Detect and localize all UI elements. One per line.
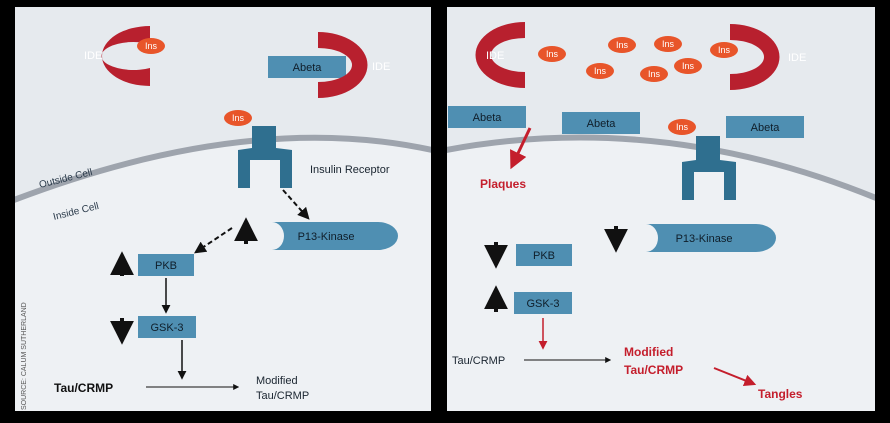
ide-right-shape bbox=[318, 32, 368, 98]
left-panel-border bbox=[13, 5, 433, 413]
arrow-abeta-to-plaques bbox=[510, 127, 532, 170]
arrow-p13-to-pkb bbox=[194, 227, 233, 254]
ins-receptor-right bbox=[668, 119, 696, 135]
insulin-receptor-right bbox=[682, 136, 736, 200]
ins-4 bbox=[710, 42, 738, 58]
tau-right-label: Tau/CRMP bbox=[452, 355, 505, 367]
right-intracellular bbox=[446, 137, 876, 412]
gsk3-right-label: GSK-3 bbox=[526, 298, 559, 310]
ins-in-ide bbox=[137, 38, 165, 54]
ins-1-label: Ins bbox=[546, 49, 559, 59]
abeta-right-3 bbox=[726, 116, 804, 138]
source-credit: SOURCE: CALUM SUTHERLAND bbox=[21, 302, 28, 410]
arrow-receptor-to-p13 bbox=[282, 189, 310, 220]
ide-left-shape bbox=[101, 26, 150, 86]
ins-in-ide-label: Ins bbox=[145, 41, 158, 51]
ins-cluster: Ins Ins Ins Ins Ins Ins Ins Ins bbox=[538, 36, 738, 135]
p13-kinase-left-label: P13-Kinase bbox=[298, 231, 355, 243]
ins-6-label: Ins bbox=[648, 69, 661, 79]
ins-5 bbox=[586, 63, 614, 79]
gsk3-left bbox=[138, 316, 196, 338]
left-panel: Outside Cell Inside Cell IDE Ins Abeta I… bbox=[14, 6, 432, 412]
pkb-left-label: PKB bbox=[155, 260, 177, 272]
left-membrane bbox=[14, 134, 432, 203]
modified-right-line2: Tau/CRMP bbox=[624, 363, 683, 377]
tangles-label: Tangles bbox=[758, 387, 803, 401]
abeta-right-3-label: Abeta bbox=[751, 122, 781, 134]
pkb-right bbox=[516, 244, 572, 266]
ide-right-panel-left-shape bbox=[475, 22, 525, 88]
abeta-right-1-label: Abeta bbox=[473, 112, 503, 124]
ins-2-label: Ins bbox=[616, 40, 629, 50]
ins-6 bbox=[640, 66, 668, 82]
ins-2 bbox=[608, 37, 636, 53]
ins-7 bbox=[674, 58, 702, 74]
ins-1 bbox=[538, 46, 566, 62]
p13-kinase-left bbox=[272, 222, 398, 250]
ins-4-label: Ins bbox=[718, 45, 731, 55]
insulin-receptor-left bbox=[238, 126, 292, 188]
ins-receptor-right-label: Ins bbox=[676, 122, 689, 132]
abeta-right-1 bbox=[448, 106, 526, 128]
ide-right-panel-left-label: IDE bbox=[486, 50, 504, 62]
p13-kinase-right bbox=[646, 224, 776, 252]
abeta-box bbox=[268, 56, 346, 78]
modified-left-line2: Tau/CRMP bbox=[256, 390, 309, 402]
pkb-right-label: PKB bbox=[533, 250, 555, 262]
ins-3 bbox=[654, 36, 682, 52]
arrow-to-tangles bbox=[713, 367, 757, 387]
abeta-label: Abeta bbox=[293, 62, 323, 74]
p13-kinase-right-label: P13-Kinase bbox=[676, 233, 733, 245]
modified-left-line1: Modified bbox=[256, 375, 298, 387]
right-panel: IDE IDE Ins Ins Ins Ins Ins Ins Ins Ins … bbox=[446, 6, 876, 412]
plaques-label: Plaques bbox=[480, 177, 526, 191]
ide-left-label: IDE bbox=[84, 50, 102, 62]
gsk3-left-label: GSK-3 bbox=[150, 322, 183, 334]
tau-left-label: Tau/CRMP bbox=[54, 381, 113, 395]
abeta-right-2 bbox=[562, 112, 640, 134]
ins-7-label: Ins bbox=[682, 61, 695, 71]
right-panel-border bbox=[445, 5, 877, 413]
ins-5-label: Ins bbox=[594, 66, 607, 76]
insulin-receptor-label: Insulin Receptor bbox=[310, 164, 390, 176]
right-membrane bbox=[446, 134, 876, 201]
gsk3-right bbox=[514, 292, 572, 314]
ide-right-label: IDE bbox=[372, 61, 390, 73]
ins-3-label: Ins bbox=[662, 39, 675, 49]
pkb-left bbox=[138, 254, 194, 276]
ide-right-panel-right-label: IDE bbox=[788, 52, 806, 64]
ins-receptor-label: Ins bbox=[232, 113, 245, 123]
abeta-right-2-label: Abeta bbox=[587, 118, 617, 130]
ide-right-panel-right-shape bbox=[730, 24, 780, 90]
ins-receptor bbox=[224, 110, 252, 126]
modified-right-line1: Modified bbox=[624, 345, 673, 359]
